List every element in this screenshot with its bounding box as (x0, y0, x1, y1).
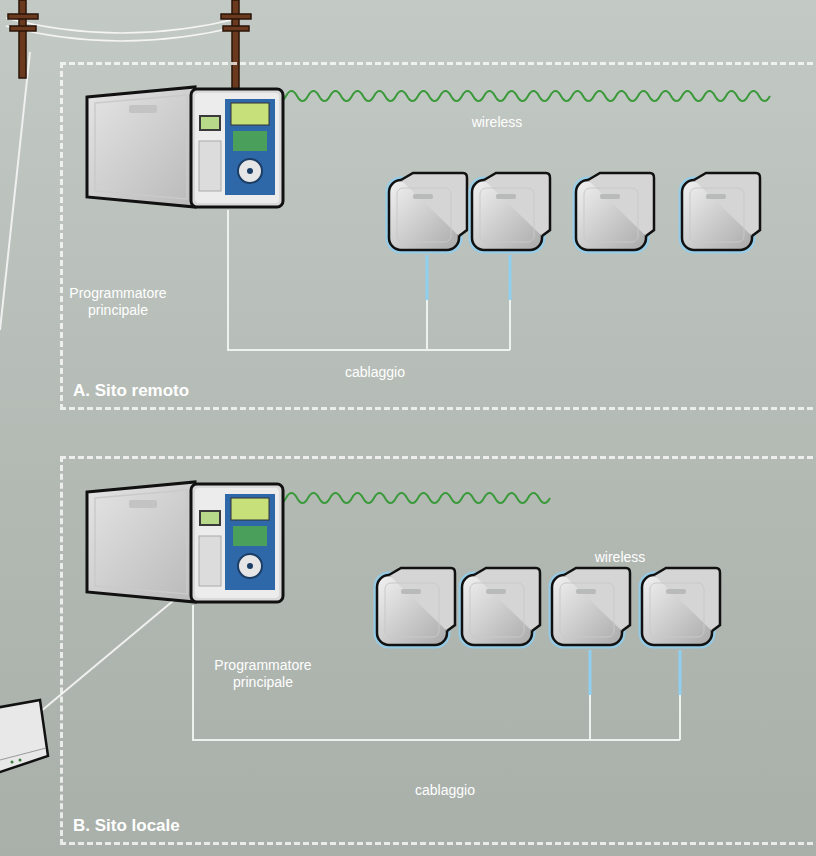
controller-label: Programmatore principale (211, 657, 315, 691)
link-label: wireless (472, 114, 523, 130)
region-title: A. Sito remoto (73, 381, 189, 401)
region-title: B. Sito locale (73, 816, 180, 836)
controller-caption: Programmatore principale (63, 285, 173, 319)
controller-caption: Programmatore principale (211, 657, 315, 691)
link-label: cablaggio (345, 364, 405, 380)
site-region: A. Sito remoto Programmatore principale (60, 62, 816, 410)
link-label: cablaggio (415, 782, 475, 798)
link-label: wireless (595, 549, 646, 565)
controller-label: Programmatore principale (63, 285, 173, 319)
